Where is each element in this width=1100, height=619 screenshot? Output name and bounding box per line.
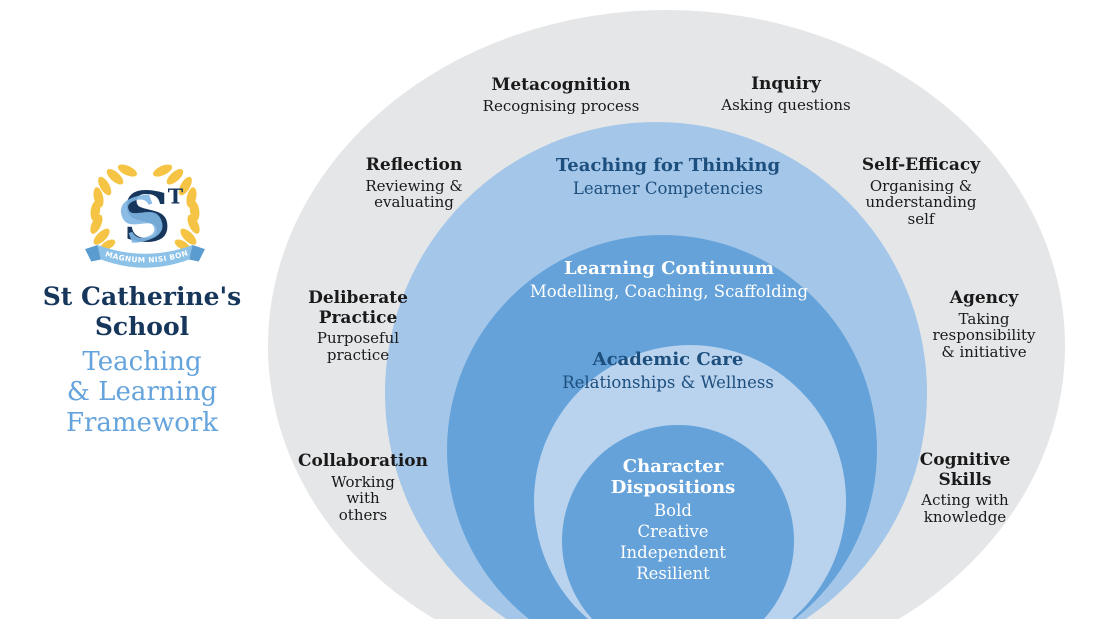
label-description: Asking questions (721, 95, 851, 114)
label-description: Taking responsibility & initiative (932, 309, 1036, 362)
label-description: Acting with knowledge (921, 491, 1009, 527)
label-metacognition: Metacognition Recognising process (482, 75, 640, 115)
ring-subtitle: Relationships & Wellness (562, 373, 774, 393)
label-description: Recognising process (482, 96, 640, 115)
label-heading: Cognitive Skills (919, 450, 1011, 490)
ring-label-learning-continuum: Learning Continuum Modelling, Coaching, … (530, 258, 808, 302)
ring-label-teaching-for-thinking: Teaching for Thinking Learner Competenci… (556, 155, 780, 199)
ring-heading: Academic Care (592, 349, 744, 370)
ring-subtitle: Modelling, Coaching, Scaffolding (529, 282, 809, 302)
framework-title: Teaching & Learning Framework (65, 347, 219, 438)
label-deliberate-practice: Deliberate Practice Purposeful practice (308, 288, 408, 365)
label-description: Organising & understanding self (865, 176, 977, 229)
label-description: Reviewing & evaluating (365, 176, 463, 212)
label-self-efficacy: Self-Efficacy Organising & understanding… (861, 155, 981, 229)
logo-superscript-t: T (168, 185, 184, 209)
ring-label-character-dispositions: Character Dispositions (611, 456, 736, 498)
label-description: Purposeful practice (316, 329, 400, 365)
label-heading: Self-Efficacy (861, 155, 981, 175)
character-dispositions-values: Bold Creative Independent Resilient (619, 501, 727, 583)
ring-heading: Learning Continuum (563, 258, 774, 279)
ring-label-academic-care: Academic Care Relationships & Wellness (562, 349, 774, 393)
label-reflection: Reflection Reviewing & evaluating (365, 155, 463, 212)
label-heading: Metacognition (491, 75, 631, 95)
label-inquiry: Inquiry Asking questions (721, 74, 851, 114)
logo-monogram-s: S (122, 178, 171, 258)
laurel-wreath-icon (90, 164, 200, 251)
label-heading: Reflection (365, 155, 463, 175)
label-description: Working with others (331, 472, 395, 525)
label-heading: Inquiry (751, 74, 821, 94)
ring-subtitle: Learner Competencies (572, 179, 764, 199)
ring-character-dispositions (562, 425, 794, 619)
label-collaboration: Collaboration Working with others (297, 451, 429, 525)
school-name: St Catherine's School (42, 282, 242, 341)
label-heading: Collaboration (297, 451, 429, 471)
label-cognitive-skills: Cognitive Skills Acting with knowledge (919, 450, 1011, 527)
label-agency: Agency Taking responsibility & initiativ… (932, 288, 1036, 362)
title-block: St Catherine's School Teaching & Learnin… (0, 282, 292, 438)
label-heading: Deliberate Practice (308, 288, 408, 328)
label-heading: Agency (949, 288, 1019, 308)
school-logo: S S T NIL MAGNUM NISI BONUM (83, 156, 205, 268)
ring-heading: Character Dispositions (610, 456, 736, 499)
ring-heading: Teaching for Thinking (555, 155, 781, 176)
